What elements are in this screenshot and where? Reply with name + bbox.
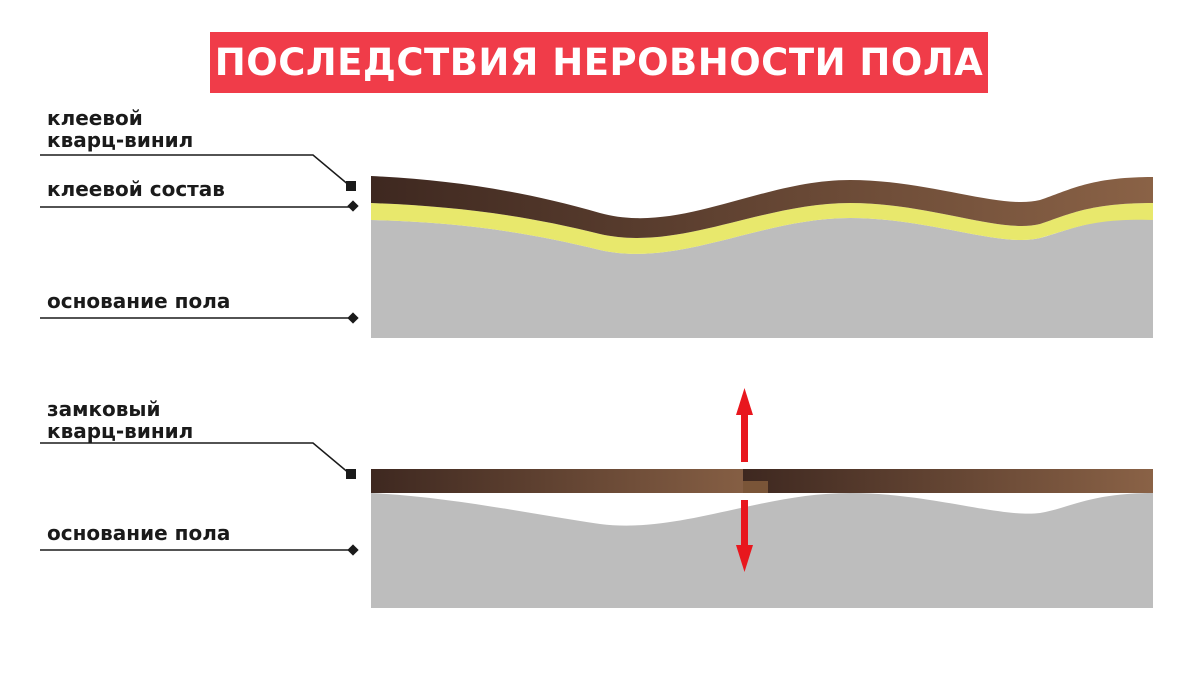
glue-floor-base	[371, 218, 1153, 338]
glue-vinyl-leader	[40, 154, 356, 191]
glue-vinyl-label: клеевой кварц-винил	[47, 107, 193, 151]
click-plank-left	[371, 469, 768, 493]
click-base-label: основание пола	[47, 521, 231, 545]
page-title: ПОСЛЕДСТВИЯ НЕРОВНОСТИ ПОЛА	[214, 41, 984, 84]
up-arrow-icon	[736, 388, 753, 462]
glue-vinyl-label-line2: кварц-винил	[47, 128, 194, 152]
glue-vinyl-layer	[371, 176, 1153, 238]
adhesive-label: клеевой состав	[47, 177, 225, 201]
click-vinyl-label: замковый кварц-винил	[47, 398, 193, 442]
glue-vinyl-label-line1: клеевой	[47, 106, 143, 130]
click-base-leader	[40, 544, 359, 556]
click-floor-base	[371, 493, 1153, 608]
glue-base-leader	[40, 312, 359, 324]
click-vinyl-label-line2: кварц-винил	[47, 419, 194, 443]
down-arrow-icon	[736, 500, 753, 572]
glue-base-label: основание пола	[47, 289, 231, 313]
adhesive-layer	[371, 203, 1153, 254]
click-vinyl-leader	[40, 442, 356, 479]
click-vinyl-label-line1: замковый	[47, 397, 161, 421]
adhesive-leader	[40, 200, 359, 212]
title-banner: ПОСЛЕДСТВИЯ НЕРОВНОСТИ ПОЛА	[210, 32, 988, 93]
click-plank-right	[743, 469, 1153, 493]
